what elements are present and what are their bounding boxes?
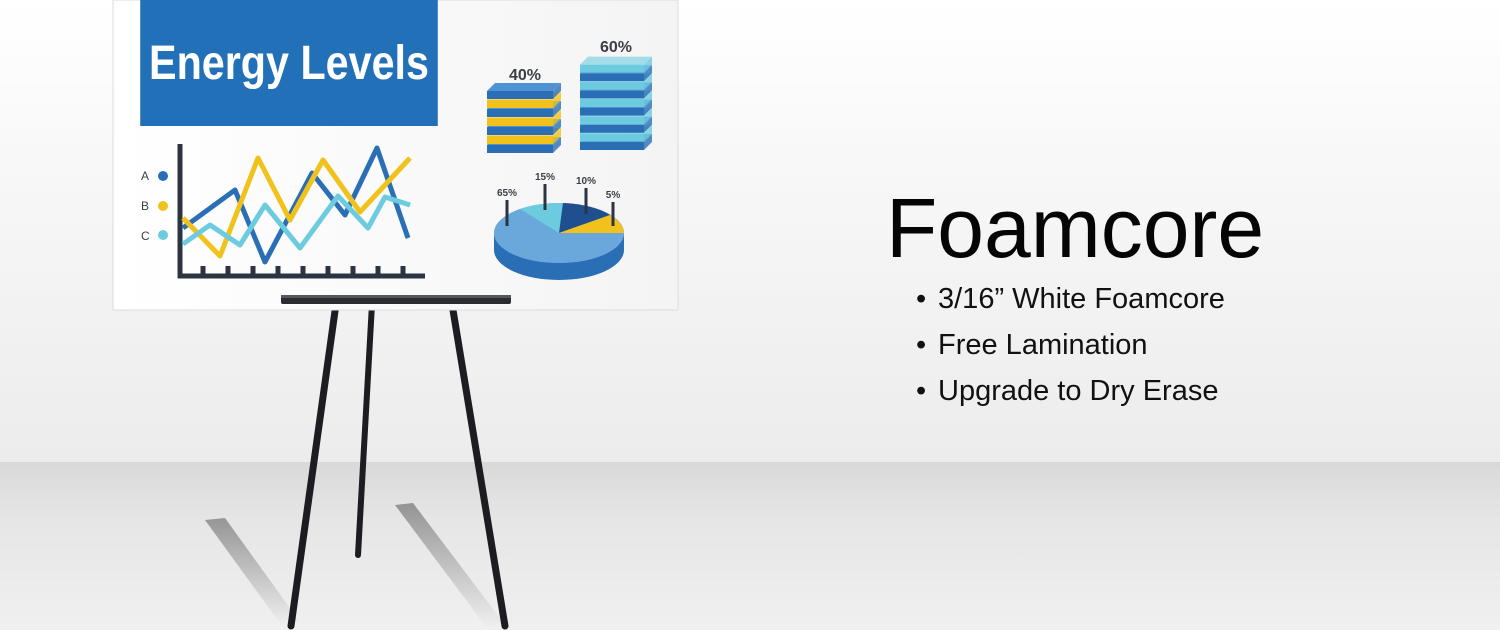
stack-left-slab — [487, 100, 553, 108]
stack-right-slab — [580, 99, 644, 107]
feature-item: • 3/16” White Foamcore — [916, 276, 1225, 322]
pie-label-10: 10% — [576, 176, 596, 187]
legend-label-c: C — [141, 229, 150, 243]
floor-background — [0, 462, 1500, 630]
stack-right-slab-side — [644, 108, 652, 125]
stack-right-slab — [580, 142, 644, 150]
stack-right-slab-top — [580, 56, 652, 65]
stack-right-label: 60% — [600, 39, 632, 56]
stack-left: 40% — [487, 67, 561, 153]
stack-right-slab-side — [644, 125, 652, 142]
stack-right-slab — [580, 124, 644, 133]
stack-left-slab-side — [553, 92, 561, 108]
pie-slice-15 — [520, 202, 563, 233]
stack-left-label: 40% — [509, 67, 541, 84]
stack-left-slab-side — [553, 101, 561, 117]
bullet-icon: • — [916, 329, 927, 361]
stack-left-slab-side — [553, 110, 561, 126]
pie-chart: 65% 15% 10% 5% — [494, 172, 624, 280]
pie-label-leaders — [505, 184, 615, 226]
stack-right-slab-side — [644, 56, 652, 73]
stack-right-slab — [580, 116, 644, 125]
stack-left-slab-top — [487, 83, 561, 91]
product-title: Foamcore — [886, 181, 1265, 275]
stack-right-slab-side — [644, 73, 652, 90]
series-b-line — [181, 155, 412, 259]
stack-left-slab — [487, 136, 553, 144]
legend-dot-c — [158, 230, 168, 240]
stack-left-slab-side — [553, 119, 561, 135]
stack-right-slab-side — [644, 65, 652, 82]
board-title: Energy Levels — [140, 0, 438, 126]
bullet-icon: • — [916, 283, 927, 315]
stack-left-slab-side — [553, 137, 561, 153]
stack-right-slab — [580, 133, 644, 142]
feature-item: • Upgrade to Dry Erase — [916, 368, 1225, 414]
easel-legs — [287, 300, 509, 630]
stack-right-slab-side — [644, 82, 652, 99]
legend-dot-a — [158, 171, 168, 181]
series-a-line — [181, 145, 411, 265]
stack-left-slab — [487, 109, 553, 117]
legend-label-b: B — [141, 199, 149, 213]
stack-left-slab — [487, 91, 553, 99]
pie-label-5: 5% — [606, 190, 621, 201]
stack-right-slab — [580, 90, 644, 99]
series-c-line — [181, 193, 411, 251]
feature-list: • 3/16” White Foamcore • Free Lamination •… — [916, 276, 1225, 414]
feature-item: • Free Lamination — [916, 322, 1225, 368]
line-chart: A B C — [141, 144, 425, 279]
stack-left-slab — [487, 118, 553, 126]
stack-left-slab — [487, 127, 553, 135]
feature-text: 3/16” White Foamcore — [938, 283, 1225, 315]
stack-left-slab — [487, 145, 553, 153]
pie-slice-10 — [559, 203, 610, 233]
feature-text: Upgrade to Dry Erase — [938, 375, 1219, 407]
easel-shadows — [205, 503, 505, 628]
pie-label-65: 65% — [497, 188, 517, 199]
stack-right-slab — [580, 73, 644, 82]
stack-right-slab-side — [644, 99, 652, 116]
stack-right: 60% — [580, 39, 652, 150]
stack-right-slab — [580, 81, 644, 90]
stack-right-slab-side — [644, 116, 652, 133]
pie-slice-5 — [559, 215, 624, 233]
legend-dot-b — [158, 201, 168, 211]
line-chart-legend: A B C — [141, 169, 168, 243]
stack-right-slab-side — [644, 91, 652, 107]
stack-left-slab-side — [553, 83, 561, 99]
feature-text: Free Lamination — [938, 329, 1148, 361]
pie-label-15: 15% — [535, 172, 555, 183]
stack-right-slab — [580, 107, 644, 116]
stack-right-slab — [580, 64, 644, 73]
bullet-icon: • — [916, 375, 927, 407]
legend-label-a: A — [141, 169, 149, 183]
stack-right-slab-side — [644, 134, 652, 150]
stack-left-slab-side — [553, 128, 561, 144]
